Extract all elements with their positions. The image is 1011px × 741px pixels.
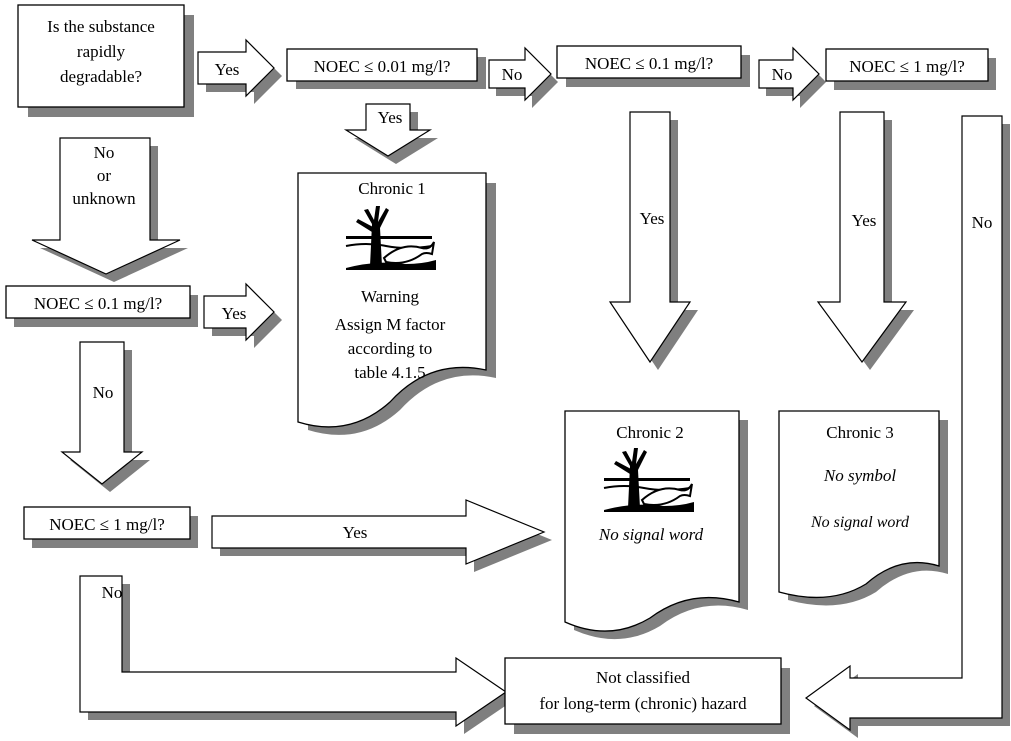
nrd-noec-0-1-text: NOEC ≤ 0.1 mg/l?	[34, 294, 162, 313]
chronic3-symbol: No symbol	[823, 466, 897, 485]
chronic1-line1: Warning	[361, 287, 420, 306]
noec-0-1-text: NOEC ≤ 0.1 mg/l?	[585, 54, 713, 73]
no-or-unknown-line2: or	[97, 166, 112, 185]
yes-arrow-nrd-to-chronic1: Yes	[203, 282, 282, 348]
start-question-line1: Is the substance	[47, 17, 155, 36]
no-label-nrd-01: No	[93, 383, 114, 402]
yes-arrow-to-chronic3: Yes	[816, 111, 914, 370]
chronic2-title: Chronic 2	[616, 423, 684, 442]
chronic3-signal: No signal word	[810, 514, 910, 531]
yes-arrow-to-noec-001: Yes	[197, 38, 282, 104]
no-arrow-nrd-to-not-classified: No	[79, 575, 514, 734]
not-classified-node: Not classified for long-term (chronic) h…	[504, 657, 790, 734]
yes-label-noec-001: Yes	[378, 108, 403, 127]
chronic1-title: Chronic 1	[358, 179, 426, 198]
chronic2-signal: No signal word	[598, 525, 704, 544]
yes-label-start: Yes	[215, 60, 240, 79]
yes-label-noec-01: Yes	[640, 209, 665, 228]
no-arrow-to-noec-01: No	[488, 46, 558, 108]
chronic1-category-node: Chronic 1 Warning Assign M factor accord…	[297, 172, 496, 435]
question-node-nrd-noec-0-1: NOEC ≤ 0.1 mg/l?	[5, 285, 198, 327]
yes-arrow-to-chronic1: Yes	[343, 103, 438, 164]
no-label-noec-001: No	[502, 65, 523, 84]
no-arrow-to-noec-1: No	[758, 46, 826, 108]
yes-arrow-to-chronic2: Yes	[608, 111, 698, 370]
chronic2-category-node: Chronic 2 No signal word	[564, 410, 748, 640]
not-classified-line2: for long-term (chronic) hazard	[539, 694, 747, 713]
no-arrow-to-not-classified: No	[804, 115, 1010, 738]
no-or-unknown-arrow: No or unknown	[31, 137, 188, 282]
no-arrow-nrd-to-noec-1: No	[60, 341, 150, 492]
start-question-line3: degradable?	[60, 67, 142, 86]
noec-0-01-text: NOEC ≤ 0.01 mg/l?	[314, 57, 451, 76]
question-node-noec-0-01: NOEC ≤ 0.01 mg/l?	[286, 48, 486, 89]
start-question-line2: rapidly	[77, 42, 126, 61]
chronic3-title: Chronic 3	[826, 423, 894, 442]
yes-label-nrd-1: Yes	[343, 523, 368, 542]
question-node-noec-0-1: NOEC ≤ 0.1 mg/l?	[556, 45, 750, 87]
noec-1-text: NOEC ≤ 1 mg/l?	[849, 57, 965, 76]
start-question-node: Is the substance rapidly degradable?	[17, 4, 194, 117]
not-classified-line1: Not classified	[596, 668, 690, 687]
yes-arrow-nrd-to-chronic2: Yes	[211, 499, 552, 572]
no-or-unknown-line3: unknown	[72, 189, 136, 208]
chronic1-line3: according to	[348, 339, 433, 358]
no-label-right: No	[972, 213, 993, 232]
nrd-noec-1-text: NOEC ≤ 1 mg/l?	[49, 515, 165, 534]
chronic1-line4: table 4.1.5	[354, 363, 425, 382]
question-node-noec-1: NOEC ≤ 1 mg/l?	[825, 48, 996, 90]
question-node-nrd-noec-1: NOEC ≤ 1 mg/l?	[23, 506, 198, 548]
chronic1-line2: Assign M factor	[335, 315, 446, 334]
no-label-nrd-1: No	[102, 583, 123, 602]
yes-label-noec-1: Yes	[852, 211, 877, 230]
yes-label-nrd-01: Yes	[222, 304, 247, 323]
chronic3-category-node: Chronic 3 No symbol No signal word	[778, 410, 948, 606]
no-label-noec-01: No	[772, 65, 793, 84]
no-or-unknown-line1: No	[94, 143, 115, 162]
